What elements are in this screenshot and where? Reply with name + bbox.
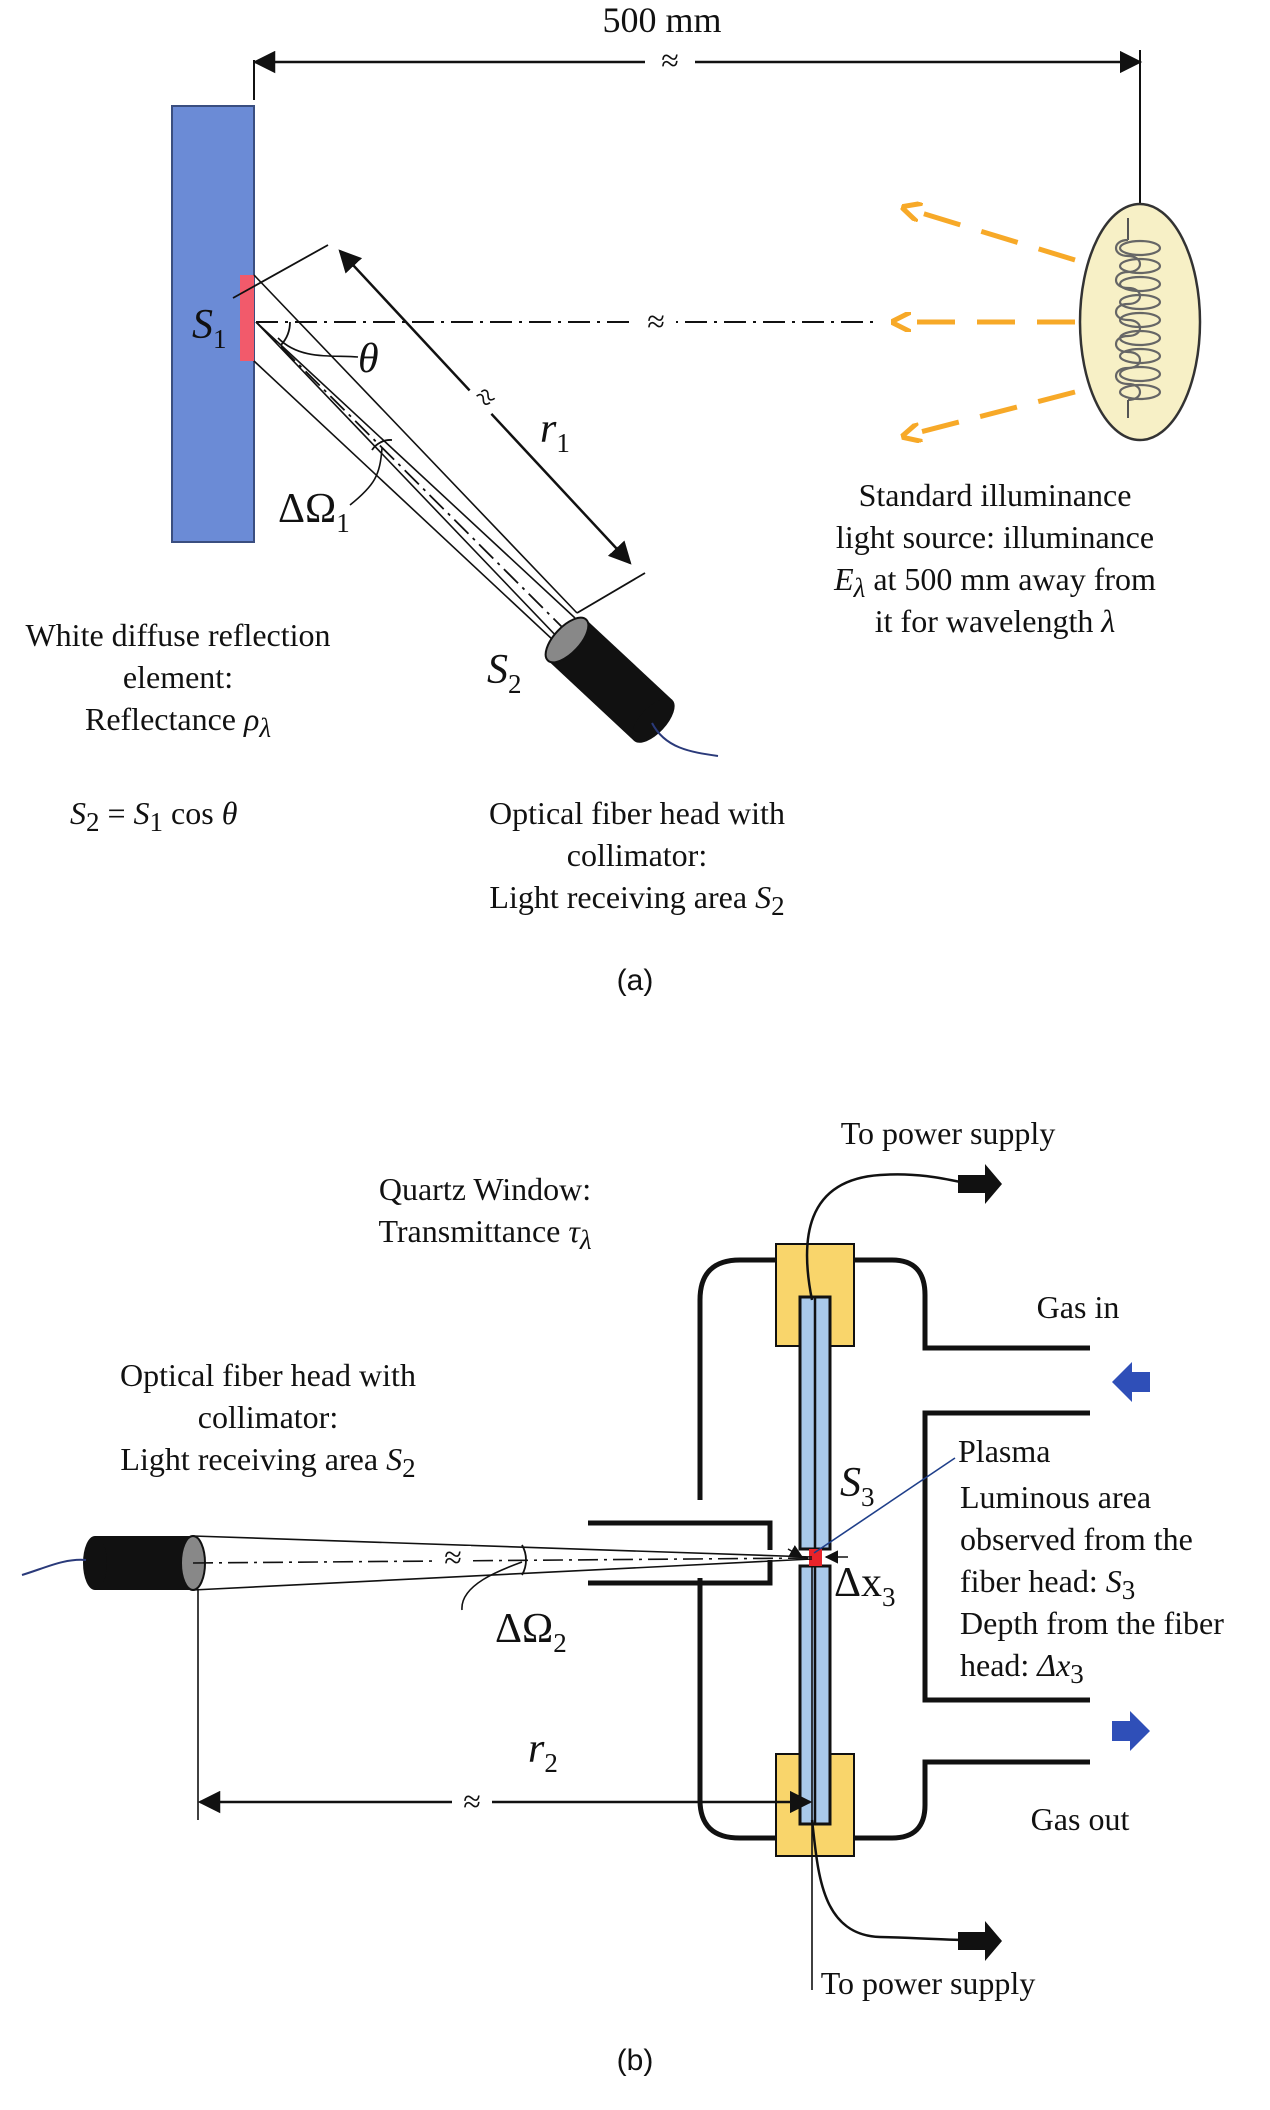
gas-out-label: Gas out	[1031, 1801, 1130, 1837]
distance-dimension: ≈ 500 mm	[252, 0, 1143, 205]
label-dx3: Δx3	[834, 1560, 896, 1612]
label-r1: r1	[540, 406, 570, 458]
svg-text:Optical fiber head with: Optical fiber head with	[120, 1357, 416, 1393]
optical-path-a	[253, 274, 578, 641]
break-symbol-center: ≈	[647, 303, 665, 339]
gas-out-arrow	[1112, 1711, 1150, 1751]
svg-text:observed from the: observed from the	[960, 1521, 1193, 1557]
power-top-label: To power supply	[841, 1115, 1056, 1151]
break-symbol-top: ≈	[661, 42, 679, 78]
label-s3: S3	[840, 1460, 875, 1512]
fiber-caption-b: Optical fiber head with collimator: Ligh…	[120, 1357, 416, 1483]
panel-label-b: (b)	[617, 2044, 654, 2077]
svg-text:it for wavelength λ: it for wavelength λ	[875, 603, 1116, 639]
fiber-head-b	[83, 1535, 206, 1591]
label-omega1: ΔΩ1	[278, 486, 350, 538]
wire-bottom	[810, 1819, 969, 1942]
label-omega2: ΔΩ2	[495, 1606, 567, 1658]
svg-text:collimator:: collimator:	[567, 837, 707, 873]
break-symbol-r2: ≈	[463, 1783, 481, 1819]
quartz-caption: Quartz Window: Transmittance τλ	[378, 1171, 591, 1255]
svg-text:Optical fiber head with: Optical fiber head with	[489, 795, 785, 831]
fiber-caption-a: Optical fiber head with collimator: Ligh…	[489, 795, 785, 921]
plasma-chamber	[588, 1257, 1090, 1841]
wire-top	[805, 1173, 971, 1301]
svg-text:Light receiving area S2: Light receiving area S2	[489, 879, 784, 921]
panel-label-a: (a)	[617, 964, 654, 997]
svg-text:head: Δx3: head: Δx3	[960, 1647, 1084, 1689]
power-arrow-top	[958, 1164, 1002, 1204]
svg-text:Standard illuminance: Standard illuminance	[859, 477, 1132, 513]
svg-text:Eλ at 500 mm away from: Eλ at 500 mm away from	[833, 561, 1156, 603]
svg-text:White diffuse reflection: White diffuse reflection	[25, 617, 330, 653]
svg-text:Transmittance τλ: Transmittance τλ	[378, 1213, 591, 1255]
light-source-caption: Standard illuminance light source: illum…	[833, 477, 1156, 639]
lamp-icon	[1078, 202, 1202, 442]
label-r2: r2	[528, 1726, 558, 1778]
svg-text:collimator:: collimator:	[198, 1399, 338, 1435]
break-symbol-cone: ≈	[444, 1539, 462, 1575]
svg-text:element:: element:	[123, 659, 233, 695]
svg-text:Luminous area: Luminous area	[960, 1479, 1151, 1515]
svg-text:Reflectance ρλ: Reflectance ρλ	[85, 701, 271, 743]
luminous-caption: Luminous area observed from the fiber he…	[960, 1479, 1224, 1689]
viewing-cone	[192, 1535, 813, 1591]
svg-text:Light receiving area S2: Light receiving area S2	[120, 1441, 415, 1483]
fiber-cable-a	[651, 722, 719, 757]
light-rays	[895, 208, 1076, 436]
gas-in-arrow	[1112, 1362, 1150, 1402]
gas-in-label: Gas in	[1037, 1289, 1120, 1325]
plasma-spot	[809, 1549, 822, 1566]
fiber-cable-b	[21, 1558, 87, 1576]
equation-s2: S2 = S1 cos θ	[70, 795, 237, 837]
reflector-caption: White diffuse reflection element: Reflec…	[25, 617, 330, 743]
panel-b: ≈ ≈ To power supply To power supply Quar…	[21, 1115, 1224, 2077]
fiber-head-a	[544, 616, 675, 743]
r2-dimension: ≈	[197, 1566, 813, 1990]
panel-a: ≈ 500 mm ≈	[25, 0, 1202, 997]
r1-dimension: ≈	[232, 244, 646, 614]
label-s2: S2	[487, 647, 522, 699]
label-s1: S1	[192, 302, 227, 354]
svg-text:Depth from the fiber: Depth from the fiber	[960, 1605, 1224, 1641]
label-plasma: Plasma	[958, 1433, 1050, 1469]
svg-text:light source: illuminance: light source: illuminance	[836, 519, 1154, 555]
power-bottom-label: To power supply	[821, 1965, 1036, 2001]
distance-label: 500 mm	[602, 0, 721, 40]
label-theta: θ	[358, 336, 379, 382]
svg-text:fiber head: S3: fiber head: S3	[960, 1563, 1135, 1605]
power-arrow-bottom	[958, 1921, 1002, 1961]
svg-text:Quartz Window:: Quartz Window:	[379, 1171, 591, 1207]
reflector-s1	[240, 275, 254, 361]
